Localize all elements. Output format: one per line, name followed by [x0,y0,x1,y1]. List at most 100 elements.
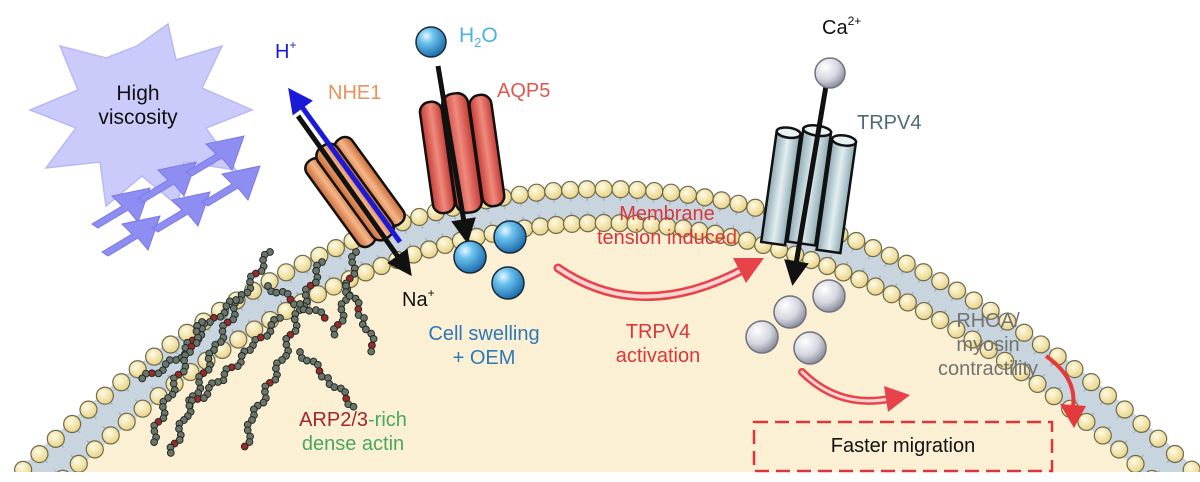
actin-bead [204,354,213,363]
lipid-head [678,185,698,204]
lipid-head [1028,374,1047,394]
rhoa-line-1: RHOA/ [956,310,1020,332]
lipid-head [531,217,550,236]
lipid-head [420,240,439,259]
lipid-head [101,426,120,445]
activation-line-2: activation [615,345,701,367]
lipid-head [1145,469,1158,472]
lipid-head [628,180,647,200]
tension-arrow [553,258,764,301]
actin-bead [180,356,188,365]
actin-bead [154,369,163,378]
actin-bead [220,370,229,379]
lipid-head [1082,373,1101,392]
rhoa-label: RHOA/ myosin contractility [918,309,1058,381]
lipid-head [510,185,529,204]
lipid-head [981,301,1000,320]
lipid-head [898,293,917,312]
lipid-head [847,231,866,251]
actin-bead [233,362,242,371]
actin-bead [138,374,147,383]
actin-bead [166,449,175,457]
proton-label: H+ [275,38,297,63]
actin-bead [311,278,320,287]
membrane-core [21,186,1194,472]
tension-label: Membrane tension induced [577,202,757,250]
lipid-head [79,400,98,419]
lipid-head [1015,323,1034,342]
actin-bead [205,383,213,392]
lipid-head [834,263,853,282]
lipid-head [1012,363,1031,382]
actin-bead [198,318,206,326]
actin-bead [367,347,376,356]
lipid-tail [1157,469,1161,472]
lipid-head [229,330,248,349]
rhoa-line-3: contractility [937,358,1039,380]
actin-bead [195,378,203,387]
viscosity-arrows [91,135,261,257]
actin-bead [303,356,311,365]
lipid-head [802,250,821,270]
faster-migration-box [752,420,1054,473]
lipid-head [931,272,950,291]
lipid-head [947,281,967,300]
lipid-head [914,263,933,282]
lipid-head [133,399,152,418]
actin-bead [349,402,358,411]
actin-label-rich: -rich [368,409,407,431]
lipid-head [897,254,916,273]
lipid-head [882,285,901,304]
actin-bead [192,327,201,336]
lipid-tail [54,469,58,472]
tension-line-1: Membrane [619,203,715,225]
lipid-head [979,340,998,360]
lipid-head [1093,426,1112,445]
actin-label-dense: dense actin [301,433,405,455]
lipid-head [372,256,391,276]
activation-line-1: TRPV4 [625,321,691,343]
lipid-head [1065,360,1084,379]
lipid-head [85,440,104,459]
lipid-head [128,360,147,379]
lipid-head [1098,386,1118,405]
lipid-head [1077,412,1096,432]
activation-label: TRPV4 activation [598,320,718,368]
actin-bead [272,288,281,297]
lipid-head [410,207,429,227]
lipid-head [1165,444,1185,464]
lipid-head [1149,429,1168,448]
lipid-head [14,460,33,472]
actin-bead [317,308,326,317]
swelling-label: Cell swelling + OEM [412,322,556,370]
actin-bead [312,267,320,275]
lipid-head [995,351,1015,370]
actin-bead [246,278,254,286]
lipid-head [293,254,312,273]
water-molecule-icon [415,26,527,300]
actin-bead [267,321,276,329]
lipid-head [277,263,296,282]
actin-bead [317,372,326,381]
lipid-head [95,386,114,405]
viscosity-line-1: High [116,82,160,105]
lipid-head [30,445,49,464]
lipid-head [117,412,136,431]
sodium-influx-arrow [295,114,412,277]
lipid-head [1115,400,1134,419]
actin-bead [237,352,246,360]
lipid-head [326,239,346,258]
actin-bead [314,360,322,369]
actin-bead [369,335,378,343]
lipid-head [1132,414,1151,433]
lipid-head [161,335,180,354]
actin-bead [240,442,249,451]
actin-label-arp: ARP2/3 [299,409,369,431]
lipid-head [1031,335,1051,354]
actin-bead [290,315,299,324]
swelling-line-2: + OEM [452,347,516,369]
actin-bead [291,327,300,335]
actin-bead [330,383,339,391]
lipid-head [63,414,82,434]
actin-bead [159,403,167,411]
